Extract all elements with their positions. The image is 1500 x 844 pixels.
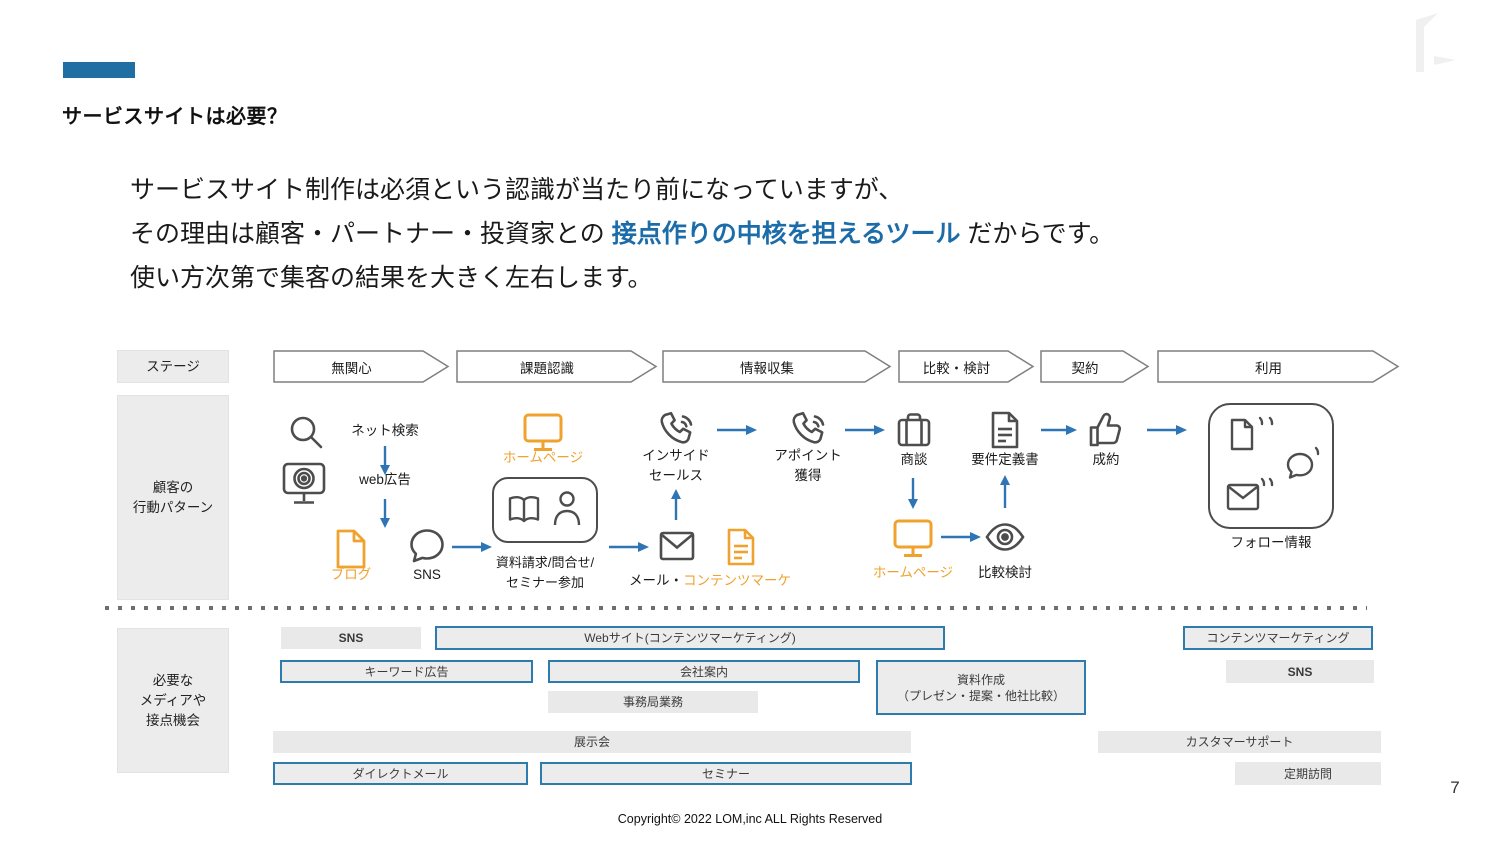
company-logo-watermark [1408,8,1472,80]
media-box-direct-mail: ダイレクトメール [273,762,528,785]
media-box-sns-top: SNS [281,627,421,649]
media-box-office-work: 事務局業務 [548,691,758,713]
eye-icon [984,520,1026,554]
arrow-down-icon [379,446,391,476]
doc-refresh-icon [1226,415,1278,459]
sns-label: SNS [413,567,441,582]
intro-line-3: 使い方次第で集客の結果を大きく左右します。 [130,264,653,292]
media-box-customer-support: カスタマーサポート [1098,731,1381,753]
stage-arrow-1: 無関心 [273,350,450,383]
page-number: 7 [1450,778,1460,797]
media-box-keyword-ads: キーワード広告 [280,660,533,683]
behavior-row-label: 顧客の 行動パターン [117,395,229,600]
phone-icon [656,410,696,450]
book-icon [505,493,543,527]
intro-line-1: サービスサイト制作は必須という認識が当たり前になっていますが、 [130,176,904,204]
media-box-company-info: 会社案内 [548,660,860,683]
arrow-down-icon [379,499,391,529]
arrow-right-icon [608,541,650,553]
request-actions-label: 資料請求/問合せ/ セミナー参加 [495,555,595,590]
stage-row-label: ステージ [117,350,229,383]
arrow-right-icon [940,531,982,543]
mail-icon [658,530,696,562]
arrow-up-icon [670,488,682,520]
arrow-right-icon [1146,424,1188,436]
blog-label: ブログ [330,567,372,582]
media-box-sns-right: SNS [1226,660,1374,683]
contract-label: 成約 [1092,452,1120,467]
media-box-document-creation: 資料作成 （プレゼン・提案・他社比較） [876,660,1086,715]
web-ad-icon [281,460,327,508]
intro-highlight: 接点作りの中核を担えるツール [611,220,961,248]
media-box-website: Webサイト(コンテンツマーケティング) [435,626,945,650]
mail-refresh-icon [1224,475,1278,515]
net-search-label: ネット検索 [351,423,419,438]
arrow-right-icon [1040,424,1078,436]
person-icon [551,489,583,529]
arrow-right-icon [844,424,886,436]
arrow-up-icon [999,474,1011,508]
homepage-icon [891,518,935,560]
web-ad-label: web広告 [359,472,411,487]
arrow-down-icon [907,478,919,510]
requirements-doc-icon [987,410,1023,450]
dotted-divider [105,606,1367,610]
comparison-label: 比較検討 [978,565,1032,580]
media-box-exhibition: 展示会 [273,731,911,753]
media-row-label: 必要な メディアや 接点機会 [117,628,229,773]
blog-icon [333,528,369,570]
media-box-seminar: セミナー [540,762,912,785]
homepage-icon [521,412,565,454]
search-icon [287,414,325,452]
copyright-text: Copyright© 2022 LOM,inc ALL Rights Reser… [617,812,883,826]
stage-arrow-6: 利用 [1157,350,1400,383]
stage-arrow-5: 契約 [1040,350,1150,383]
stage-arrow-4: 比較・検討 [898,350,1035,383]
homepage-label: ホームページ [502,450,584,465]
follow-info-label: フォロー情報 [1230,535,1312,550]
requirements-label: 要件定義書 [971,452,1039,467]
mail-content-label: メール・コンテンツマーケ [629,573,791,588]
stage-arrow-2: 課題認識 [456,350,658,383]
briefcase-icon [895,410,933,450]
phone-icon [788,410,828,450]
appointment-label: アポイント 獲得 [774,448,842,483]
arrow-right-icon [716,424,758,436]
page-title: サービスサイトは必要？ [62,106,288,128]
content-doc-icon [725,527,757,567]
arrow-right-icon [451,541,493,553]
meeting-label: 商談 [900,452,928,467]
intro-text: サービスサイト制作は必須という認識が当たり前になっていますが、 その理由は顧客・… [130,168,1114,300]
media-box-periodic-visit: 定期訪問 [1235,762,1381,785]
inside-sales-label: インサイド セールス [642,448,710,483]
media-box-content-marketing: コンテンツマーケティング [1183,626,1373,650]
chat-refresh-icon [1278,446,1326,486]
thumbs-up-icon [1087,410,1125,450]
stage-arrow-3: 情報収集 [662,350,892,383]
sns-icon [407,527,447,565]
homepage-label: ホームページ [872,565,954,580]
intro-line-2: その理由は顧客・パートナー・投資家との 接点作りの中核を担えるツール だからです… [130,220,1115,248]
accent-bar [63,62,135,78]
